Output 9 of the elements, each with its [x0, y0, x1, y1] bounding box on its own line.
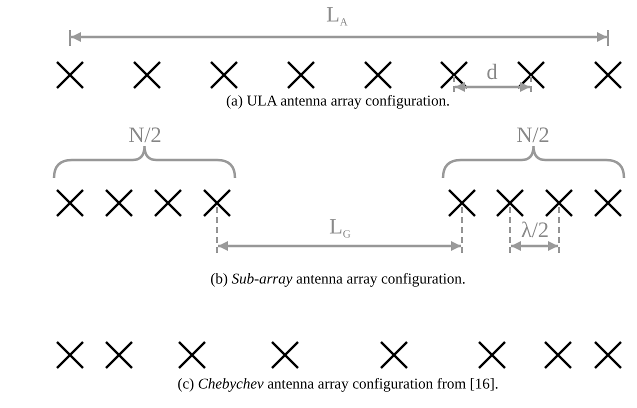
element-count-label: N/2 — [516, 124, 550, 146]
dimension-label: d — [486, 61, 498, 83]
dimension-label: L$_{A}$ — [326, 4, 348, 28]
element-count-label: N/2 — [128, 124, 162, 146]
caption: (a) ULA antenna array configuration. — [226, 94, 450, 110]
dimension-label: λ/2 — [521, 219, 549, 241]
caption: (b) Sub-array antenna array configuration. — [210, 272, 466, 288]
dimension-label: L$_{G}$ — [329, 216, 351, 240]
caption: (c) Chebychev antenna array configuration from [16]. — [177, 378, 499, 392]
